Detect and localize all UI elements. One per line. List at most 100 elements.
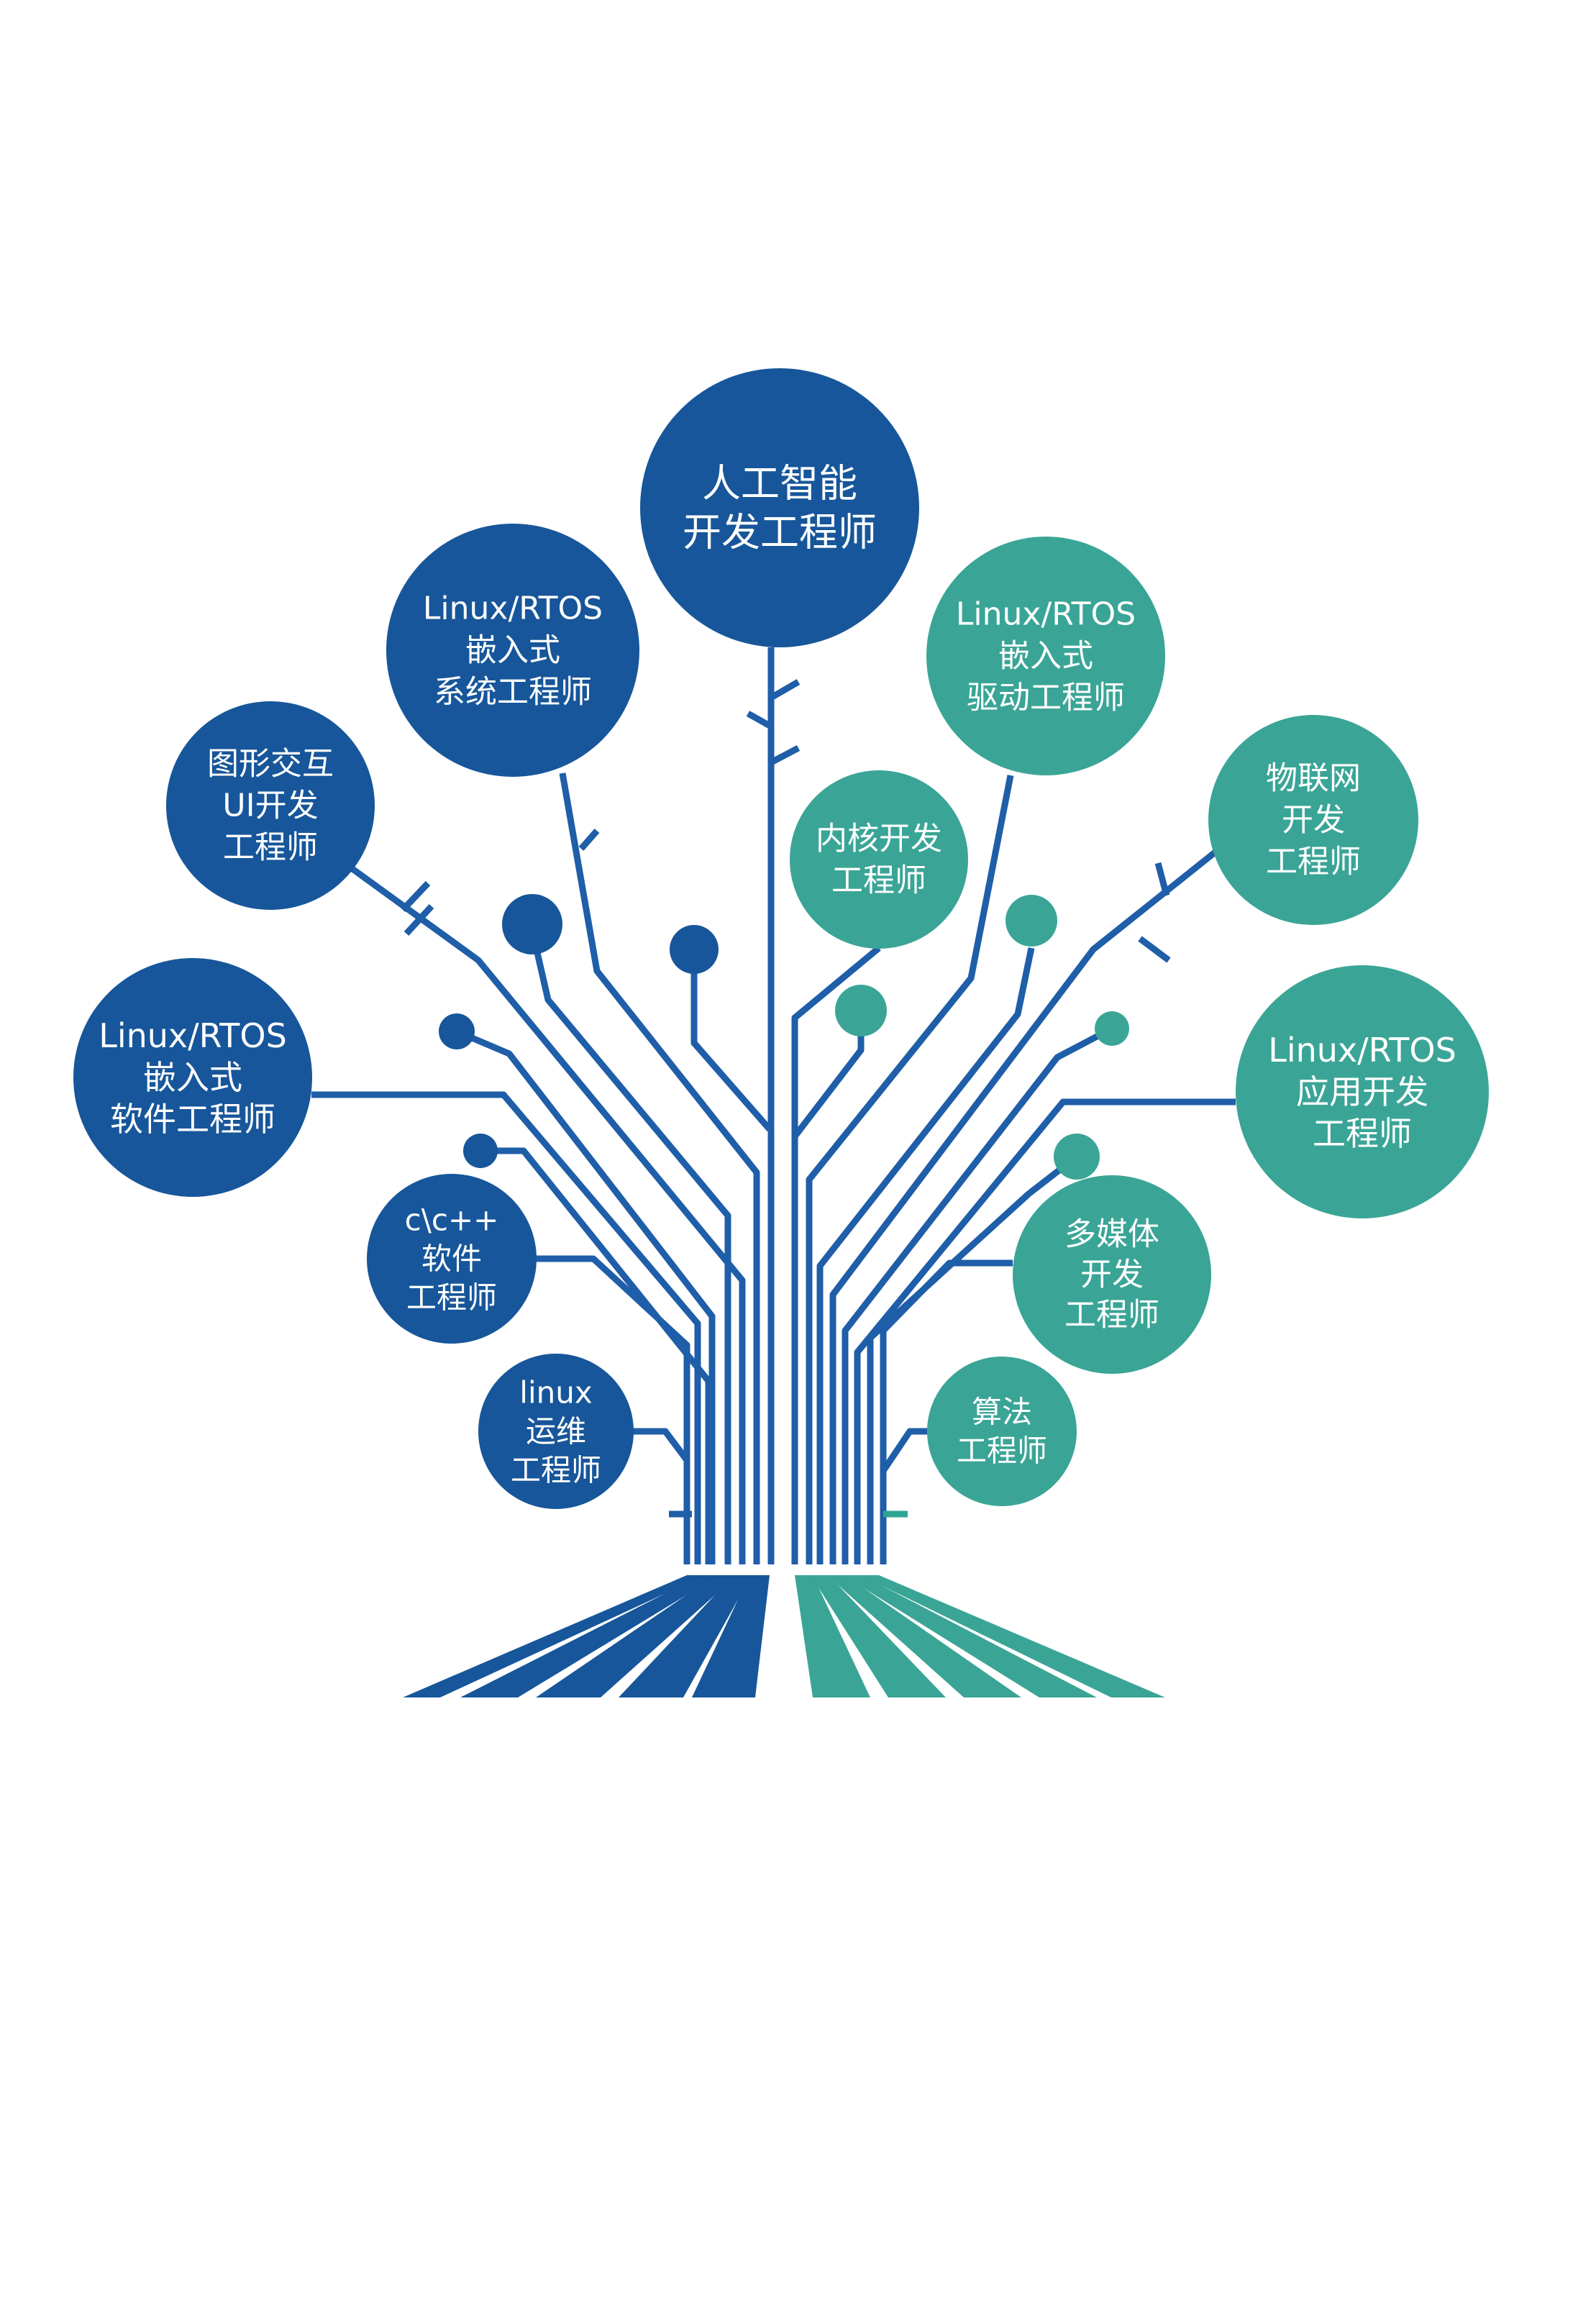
root-stripe-4 (692, 1575, 770, 1697)
root-stripe-8 (843, 1575, 1097, 1697)
node-label-gui-2: 工程师 (223, 829, 318, 866)
node-label-ops-0: linux (519, 1375, 592, 1410)
node-cpp: c\c++软件工程师 (367, 1174, 537, 1344)
node-circle-ops (478, 1354, 634, 1509)
node-label-embedded-system-1: 嵌入式 (465, 632, 560, 669)
wire-4 (527, 923, 731, 1564)
root-stripe-0 (403, 1575, 705, 1697)
wire-23 (578, 829, 600, 851)
branch-dot-1 (670, 925, 719, 974)
tree-roots (403, 1575, 1165, 1697)
wire-2 (350, 866, 746, 1564)
wire-8 (535, 1255, 690, 1564)
node-label-multimedia-2: 工程师 (1064, 1297, 1159, 1334)
wire-27 (1138, 936, 1171, 963)
node-label-embedded-driver-1: 嵌入式 (998, 638, 1093, 675)
node-circle-application (1236, 965, 1489, 1218)
node-label-cpp-2: 工程师 (406, 1280, 497, 1316)
branch-dot-6 (1095, 1011, 1129, 1046)
wire-5 (455, 1028, 716, 1564)
branch-dot-3 (463, 1134, 498, 1168)
wire-16 (854, 1098, 1236, 1564)
wire-6 (311, 1091, 701, 1564)
node-label-embedded-driver-0: Linux/RTOS (956, 596, 1136, 633)
node-label-iot-1: 开发 (1282, 802, 1345, 839)
branch-dot-7 (1054, 1134, 1100, 1180)
node-circle-embedded-driver (926, 537, 1165, 775)
branch-dot-0 (502, 894, 562, 954)
node-circle-multimedia (1013, 1175, 1211, 1374)
node-label-gui-1: UI开发 (222, 788, 318, 824)
node-label-application-1: 应用开发 (1296, 1072, 1428, 1111)
wire-20 (769, 679, 801, 701)
node-label-multimedia-0: 多媒体 (1064, 1216, 1159, 1253)
node-label-embedded-software-2: 软件工程师 (110, 1100, 275, 1139)
node-label-cpp-1: 软件 (421, 1241, 482, 1277)
node-label-iot-2: 工程师 (1266, 844, 1361, 880)
node-label-ops-1: 运维 (526, 1414, 586, 1449)
branch-dot-4 (835, 985, 887, 1036)
node-circle-cpp (367, 1174, 537, 1344)
wire-24 (403, 903, 434, 936)
wire-14 (829, 844, 1223, 1564)
node-label-multimedia-1: 开发 (1080, 1257, 1144, 1293)
node-label-iot-0: 物联网 (1266, 760, 1361, 797)
root-stripe-3 (619, 1575, 752, 1697)
wire-11 (806, 775, 1014, 1564)
branch-dot-5 (1006, 895, 1057, 947)
wire-13 (816, 947, 1035, 1564)
wire-7 (480, 1147, 712, 1564)
wire-25 (400, 880, 431, 913)
node-circle-algorithm (927, 1357, 1077, 1506)
wire-3 (690, 971, 772, 1131)
wire-12 (792, 1036, 865, 1139)
node-label-kernel-0: 内核开发 (816, 821, 942, 857)
node-circle-iot (1208, 715, 1418, 925)
wire-1 (559, 772, 760, 1564)
wire-21 (746, 711, 773, 729)
node-circle-gui (166, 701, 375, 910)
node-label-application-2: 工程师 (1313, 1114, 1412, 1153)
node-label-kernel-1: 工程师 (831, 862, 926, 899)
root-stripe-5 (795, 1575, 870, 1697)
node-circle-ai (640, 368, 919, 647)
root-stripe-2 (536, 1575, 737, 1697)
node-label-embedded-system-2: 系统工程师 (434, 674, 592, 711)
node-label-embedded-software-0: Linux/RTOS (99, 1016, 287, 1055)
wire-15 (842, 1026, 1114, 1564)
node-label-embedded-driver-2: 驱动工程师 (967, 680, 1125, 716)
node-label-algorithm-0: 算法 (972, 1395, 1032, 1430)
branch-dot-2 (439, 1013, 475, 1049)
node-label-embedded-system-0: Linux/RTOS (423, 591, 603, 627)
wire-22 (769, 745, 801, 765)
root-stripe-9 (860, 1575, 1165, 1697)
wire-10 (791, 945, 881, 1564)
node-circle-kernel (790, 770, 968, 949)
node-label-ai-0: 人工智能 (702, 461, 857, 506)
root-stripe-1 (460, 1575, 719, 1697)
tree-wires (311, 647, 1236, 1564)
node-label-ai-1: 开发工程师 (683, 510, 877, 555)
node-label-algorithm-1: 工程师 (957, 1433, 1047, 1469)
root-stripe-6 (811, 1575, 946, 1697)
node-circle-embedded-software (73, 958, 312, 1197)
node-label-embedded-software-1: 嵌入式 (143, 1058, 242, 1097)
career-nodes: 人工智能开发工程师Linux/RTOS嵌入式系统工程师Linux/RTOS嵌入式… (73, 368, 1489, 1509)
wire-9 (633, 1428, 690, 1462)
wire-26 (1154, 862, 1170, 897)
root-stripe-7 (827, 1575, 1021, 1697)
node-label-cpp-0: c\c++ (405, 1203, 499, 1238)
node-circle-embedded-system (386, 524, 639, 777)
